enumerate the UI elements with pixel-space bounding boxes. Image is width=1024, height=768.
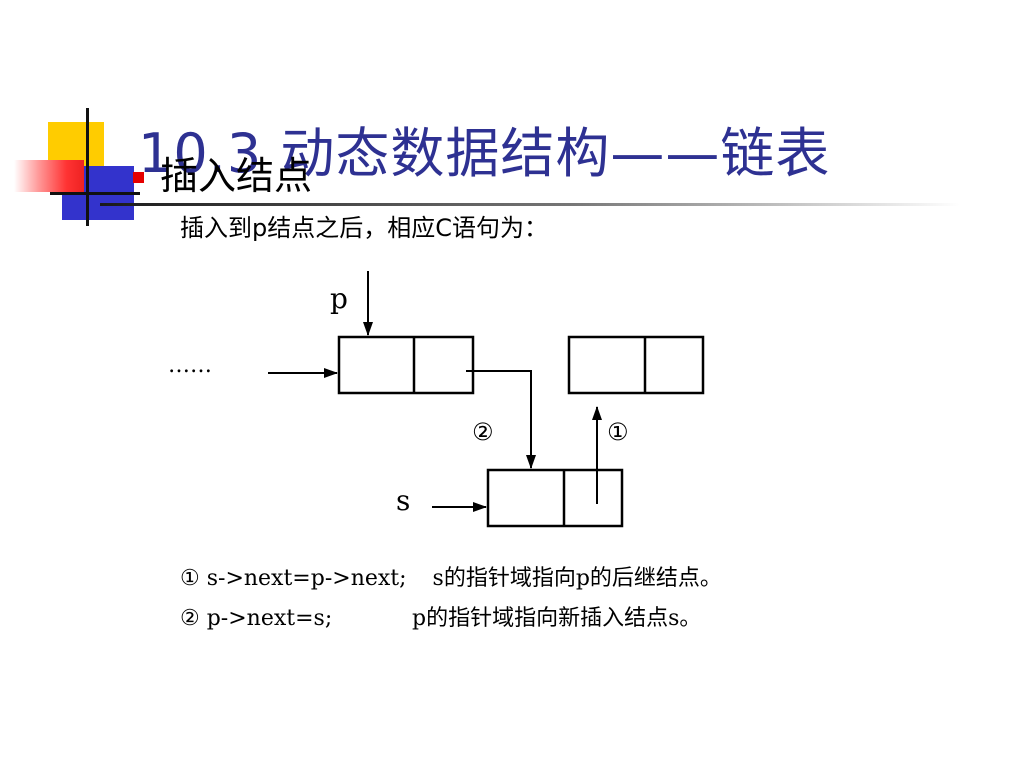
bullet-marker	[133, 172, 144, 183]
node-successor	[567, 335, 705, 395]
red-gradient-bar	[14, 160, 84, 192]
label-p: p	[330, 282, 348, 315]
statement-desc-2: p的指针域指向新插入结点s。	[412, 606, 702, 631]
vertical-line	[86, 108, 89, 226]
node-p	[337, 335, 475, 395]
statement-code-1: ① s->next=p->next;	[180, 566, 407, 591]
node-s	[486, 468, 624, 528]
statement-line-2: ② p->next=s; p的指针域指向新插入结点s。	[180, 603, 701, 635]
step1-marker: ①	[607, 418, 629, 446]
bullet-text: 插入结点	[160, 154, 313, 198]
label-s: s	[396, 484, 410, 517]
corner-decoration	[0, 100, 140, 230]
statement-code-2: ② p->next=s;	[180, 606, 333, 631]
horizontal-line	[50, 192, 140, 195]
subtitle: 插入到p结点之后，相应C语句为：	[180, 214, 548, 242]
statement-desc-1: s的指针域指向p的后继结点。	[432, 566, 722, 591]
arrow-step2	[466, 370, 536, 469]
title-underline	[100, 203, 960, 206]
step2-marker: ②	[472, 418, 494, 446]
statement-line-1: ① s->next=p->next; s的指针域指向p的后继结点。	[180, 563, 722, 595]
ellipsis-label: ……	[168, 353, 212, 378]
page-title: 10.3 动态数据结构——链表	[138, 122, 831, 185]
